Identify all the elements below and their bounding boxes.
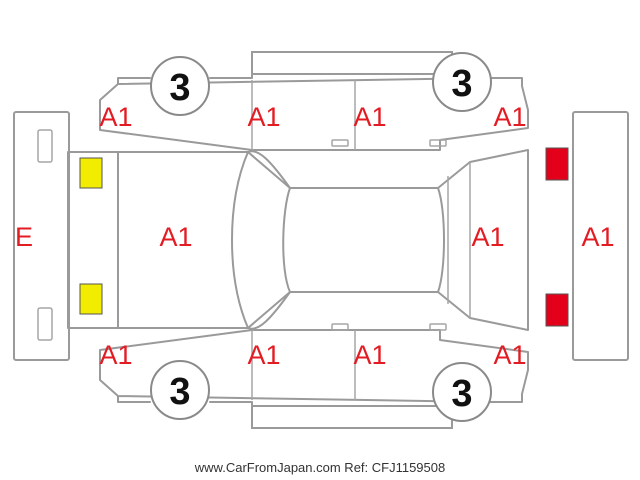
right-roof-strip [251,405,453,429]
code-rear-left-door: A1 [353,102,386,132]
code-front-bumper: E [15,222,33,252]
left-roof-strip [251,51,453,75]
car-top-view [67,149,529,331]
headlight-marker-top [79,157,103,189]
wheel-front-right: 3 [150,360,210,420]
code-front-left-fender: A1 [99,102,132,132]
rear-bumper [572,111,629,361]
code-front-right-door: A1 [247,340,280,370]
taillight-marker-top [545,147,569,181]
wheel-front-right-rating: 3 [169,371,190,413]
wheel-rear-left-rating: 3 [451,63,472,105]
wheel-front-left: 3 [150,56,210,116]
code-rear-bumper: A1 [581,222,614,252]
code-hood: A1 [159,222,192,252]
taillight-marker-bottom [545,293,569,327]
wheel-rear-right: 3 [432,362,492,422]
wheel-front-left-rating: 3 [169,67,190,109]
wheel-rear-left: 3 [432,52,492,112]
headlight-marker-bottom [79,283,103,315]
wheel-rear-right-rating: 3 [451,373,472,415]
code-front-right-fender: A1 [99,340,132,370]
code-rear-right-quarter: A1 [493,340,526,370]
code-rear-left-quarter: A1 [493,102,526,132]
source-footer: www.CarFromJapan.com Ref: CFJ1159508 [194,460,445,475]
code-trunk: A1 [471,222,504,252]
code-front-left-door: A1 [247,102,280,132]
code-rear-right-door: A1 [353,340,386,370]
